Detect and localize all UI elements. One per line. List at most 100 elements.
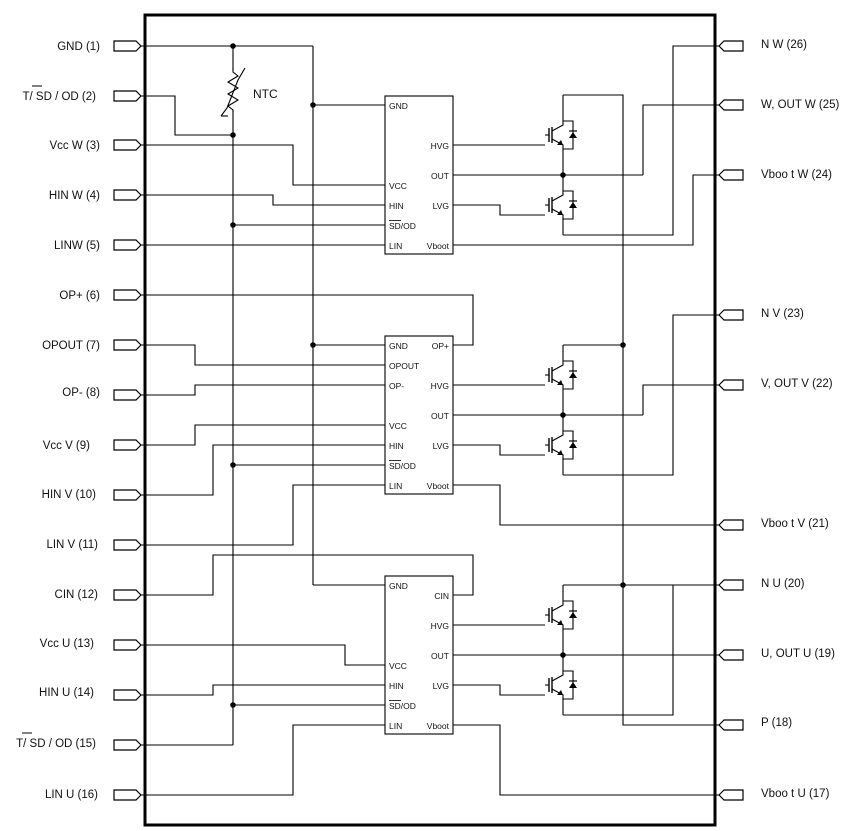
ic-w-pin-lvg: LVG: [433, 201, 449, 211]
ic-v-pin-sdod: SD/OD: [389, 461, 416, 471]
ntc-thermistor: NTC: [220, 67, 278, 117]
ic-u-pin-lin: LIN: [389, 721, 402, 731]
driver-ic-v-body: [384, 335, 454, 495]
driver-ic-w: GND VCC HIN SD/OD LIN HVG OUT LVG Vboot: [384, 95, 454, 255]
igbt-switches: [545, 95, 577, 715]
ic-w-pin-vboot: Vboot: [427, 241, 450, 251]
left-pin-connector-3: [113, 139, 142, 151]
ic-w-pin-lin: LIN: [389, 241, 402, 251]
left-pin-connector-7: [113, 339, 142, 351]
ic-u-pin-out: OUT: [431, 651, 449, 661]
pin-label-linw-5: LINW (5): [54, 240, 100, 252]
pin-label-gnd-1: GND (1): [57, 41, 100, 53]
ic-v-pin-vcc: VCC: [389, 421, 407, 431]
ic-w-pin-hin: HIN: [389, 201, 404, 211]
ntc-label: NTC: [253, 87, 278, 101]
pin-connectors: [113, 40, 744, 801]
driver-ic-u-body: [384, 575, 454, 735]
left-pin-connector-2: [113, 90, 142, 102]
driver-ic-u: GND VCC HIN SD/OD LIN CIN HVG OUT LVG Vb…: [384, 575, 454, 735]
left-pin-connector-13: [113, 639, 142, 651]
right-pin-labels: N W (26) W, OUT W (25) Vboo t W (24) N V…: [761, 39, 840, 800]
ic-w-pin-sdod: SD/OD: [389, 221, 416, 231]
pin-label-out-u-19: U, OUT U (19): [761, 648, 835, 660]
phase-w-high-igbt: [545, 115, 577, 155]
phase-u-high-igbt: [545, 595, 577, 635]
ic-v-pin-vboot: Vboot: [427, 481, 450, 491]
ic-v-pin-hvg: HVG: [431, 381, 449, 391]
pin-label-p-18: P (18): [761, 717, 792, 729]
right-pin-connector-4: [718, 309, 744, 321]
left-pin-connector-8: [113, 389, 142, 401]
ic-v-pin-op-minus: OP-: [389, 381, 404, 391]
pin-label-lin-v-11: LIN V (11): [46, 539, 98, 551]
right-pin-connector-2: [718, 99, 744, 111]
ic-v-pin-lin: LIN: [389, 481, 402, 491]
ic-u-pin-gnd: GND: [389, 581, 408, 591]
pin-label-lin-u-16: LIN U (16): [45, 789, 98, 801]
left-pin-connector-9: [113, 439, 142, 451]
right-pin-connector-10: [718, 789, 744, 801]
ic-v-pin-op-plus: OP+: [432, 341, 449, 351]
right-pin-connector-5: [718, 379, 744, 391]
ic-u-pin-sdod: SD/OD: [389, 701, 416, 711]
ic-v-pin-hin: HIN: [389, 441, 404, 451]
driver-ic-w-body: [384, 95, 454, 255]
phase-w-low-igbt: [545, 185, 577, 225]
junction-dots: [230, 43, 626, 708]
ic-w-pin-gnd: GND: [389, 101, 408, 111]
ic-u-pin-hvg: HVG: [431, 621, 449, 631]
pin-label-cin-12: CIN (12): [55, 589, 99, 601]
left-pin-connector-14: [113, 689, 142, 701]
left-pin-connector-12: [113, 589, 142, 601]
left-pin-connector-5: [113, 239, 142, 251]
left-pin-connector-6: [113, 289, 142, 301]
pin-label-n-u-20: N U (20): [761, 578, 805, 590]
right-pin-connector-9: [718, 719, 744, 731]
ic-u-pin-vcc: VCC: [389, 661, 407, 671]
ic-u-pin-vboot: Vboot: [427, 721, 450, 731]
pin-label-n-v-23: N V (23): [761, 308, 804, 320]
pin-label-tsd-od-2: T/ SD / OD (2): [23, 91, 97, 103]
phase-v-high-igbt: [545, 355, 577, 395]
pin-label-out-w-25: W, OUT W (25): [761, 99, 840, 111]
driver-ic-v: GND OPOUT OP- VCC HIN SD/OD LIN OP+ HVG …: [384, 335, 454, 495]
phase-v-low-igbt: [545, 425, 577, 465]
right-pin-connector-7: [718, 579, 744, 591]
package-outline: [143, 13, 717, 827]
pin-label-vcc-w-3: Vcc W (3): [50, 140, 101, 152]
phase-u-low-igbt: [545, 665, 577, 705]
right-pin-connector-6: [718, 519, 744, 531]
ic-w-pin-out: OUT: [431, 171, 449, 181]
pin-label-hin-v-10: HIN V (10): [42, 489, 96, 501]
pin-label-vcc-v-9: Vcc V (9): [43, 440, 90, 452]
ic-u-pin-cin: CIN: [434, 591, 449, 601]
ic-v-pin-lvg: LVG: [433, 441, 449, 451]
left-pin-connector-10: [113, 489, 142, 501]
pin-label-vboot-v-21: Vboo t V (21): [761, 518, 829, 530]
pin-label-hin-u-14: HIN U (14): [39, 687, 94, 699]
left-pin-connector-1: [113, 40, 142, 52]
left-pin-labels: GND (1) T/ SD / OD (2) Vcc W (3) HIN W (…: [16, 41, 100, 801]
pin-label-hin-w-4: HIN W (4): [49, 190, 100, 202]
ic-v-pin-opout: OPOUT: [389, 361, 419, 371]
ic-v-pin-gnd: GND: [389, 341, 408, 351]
ic-v-pin-out: OUT: [431, 411, 449, 421]
ic-w-pin-vcc: VCC: [389, 181, 407, 191]
pin-label-vboot-u-17: Vboo t U (17): [761, 788, 830, 800]
pin-label-n-w-26: N W (26): [761, 39, 807, 51]
ic-w-pin-hvg: HVG: [431, 141, 449, 151]
right-pin-connector-1: [718, 40, 744, 52]
pin-label-opout-7: OPOUT (7): [42, 340, 100, 352]
ic-u-pin-hin: HIN: [389, 681, 404, 691]
left-pin-connector-11: [113, 539, 142, 551]
pin-label-vcc-u-13: Vcc U (13): [40, 638, 94, 650]
left-pin-connector-4: [113, 189, 142, 201]
pin-label-vboot-w-24: Vboo t W (24): [761, 169, 832, 181]
right-pin-connector-3: [718, 169, 744, 181]
right-pin-connector-8: [718, 649, 744, 661]
internal-wiring: [141, 45, 719, 796]
pin-label-op-minus-8: OP- (8): [62, 387, 100, 399]
left-pin-connector-16: [113, 789, 142, 801]
